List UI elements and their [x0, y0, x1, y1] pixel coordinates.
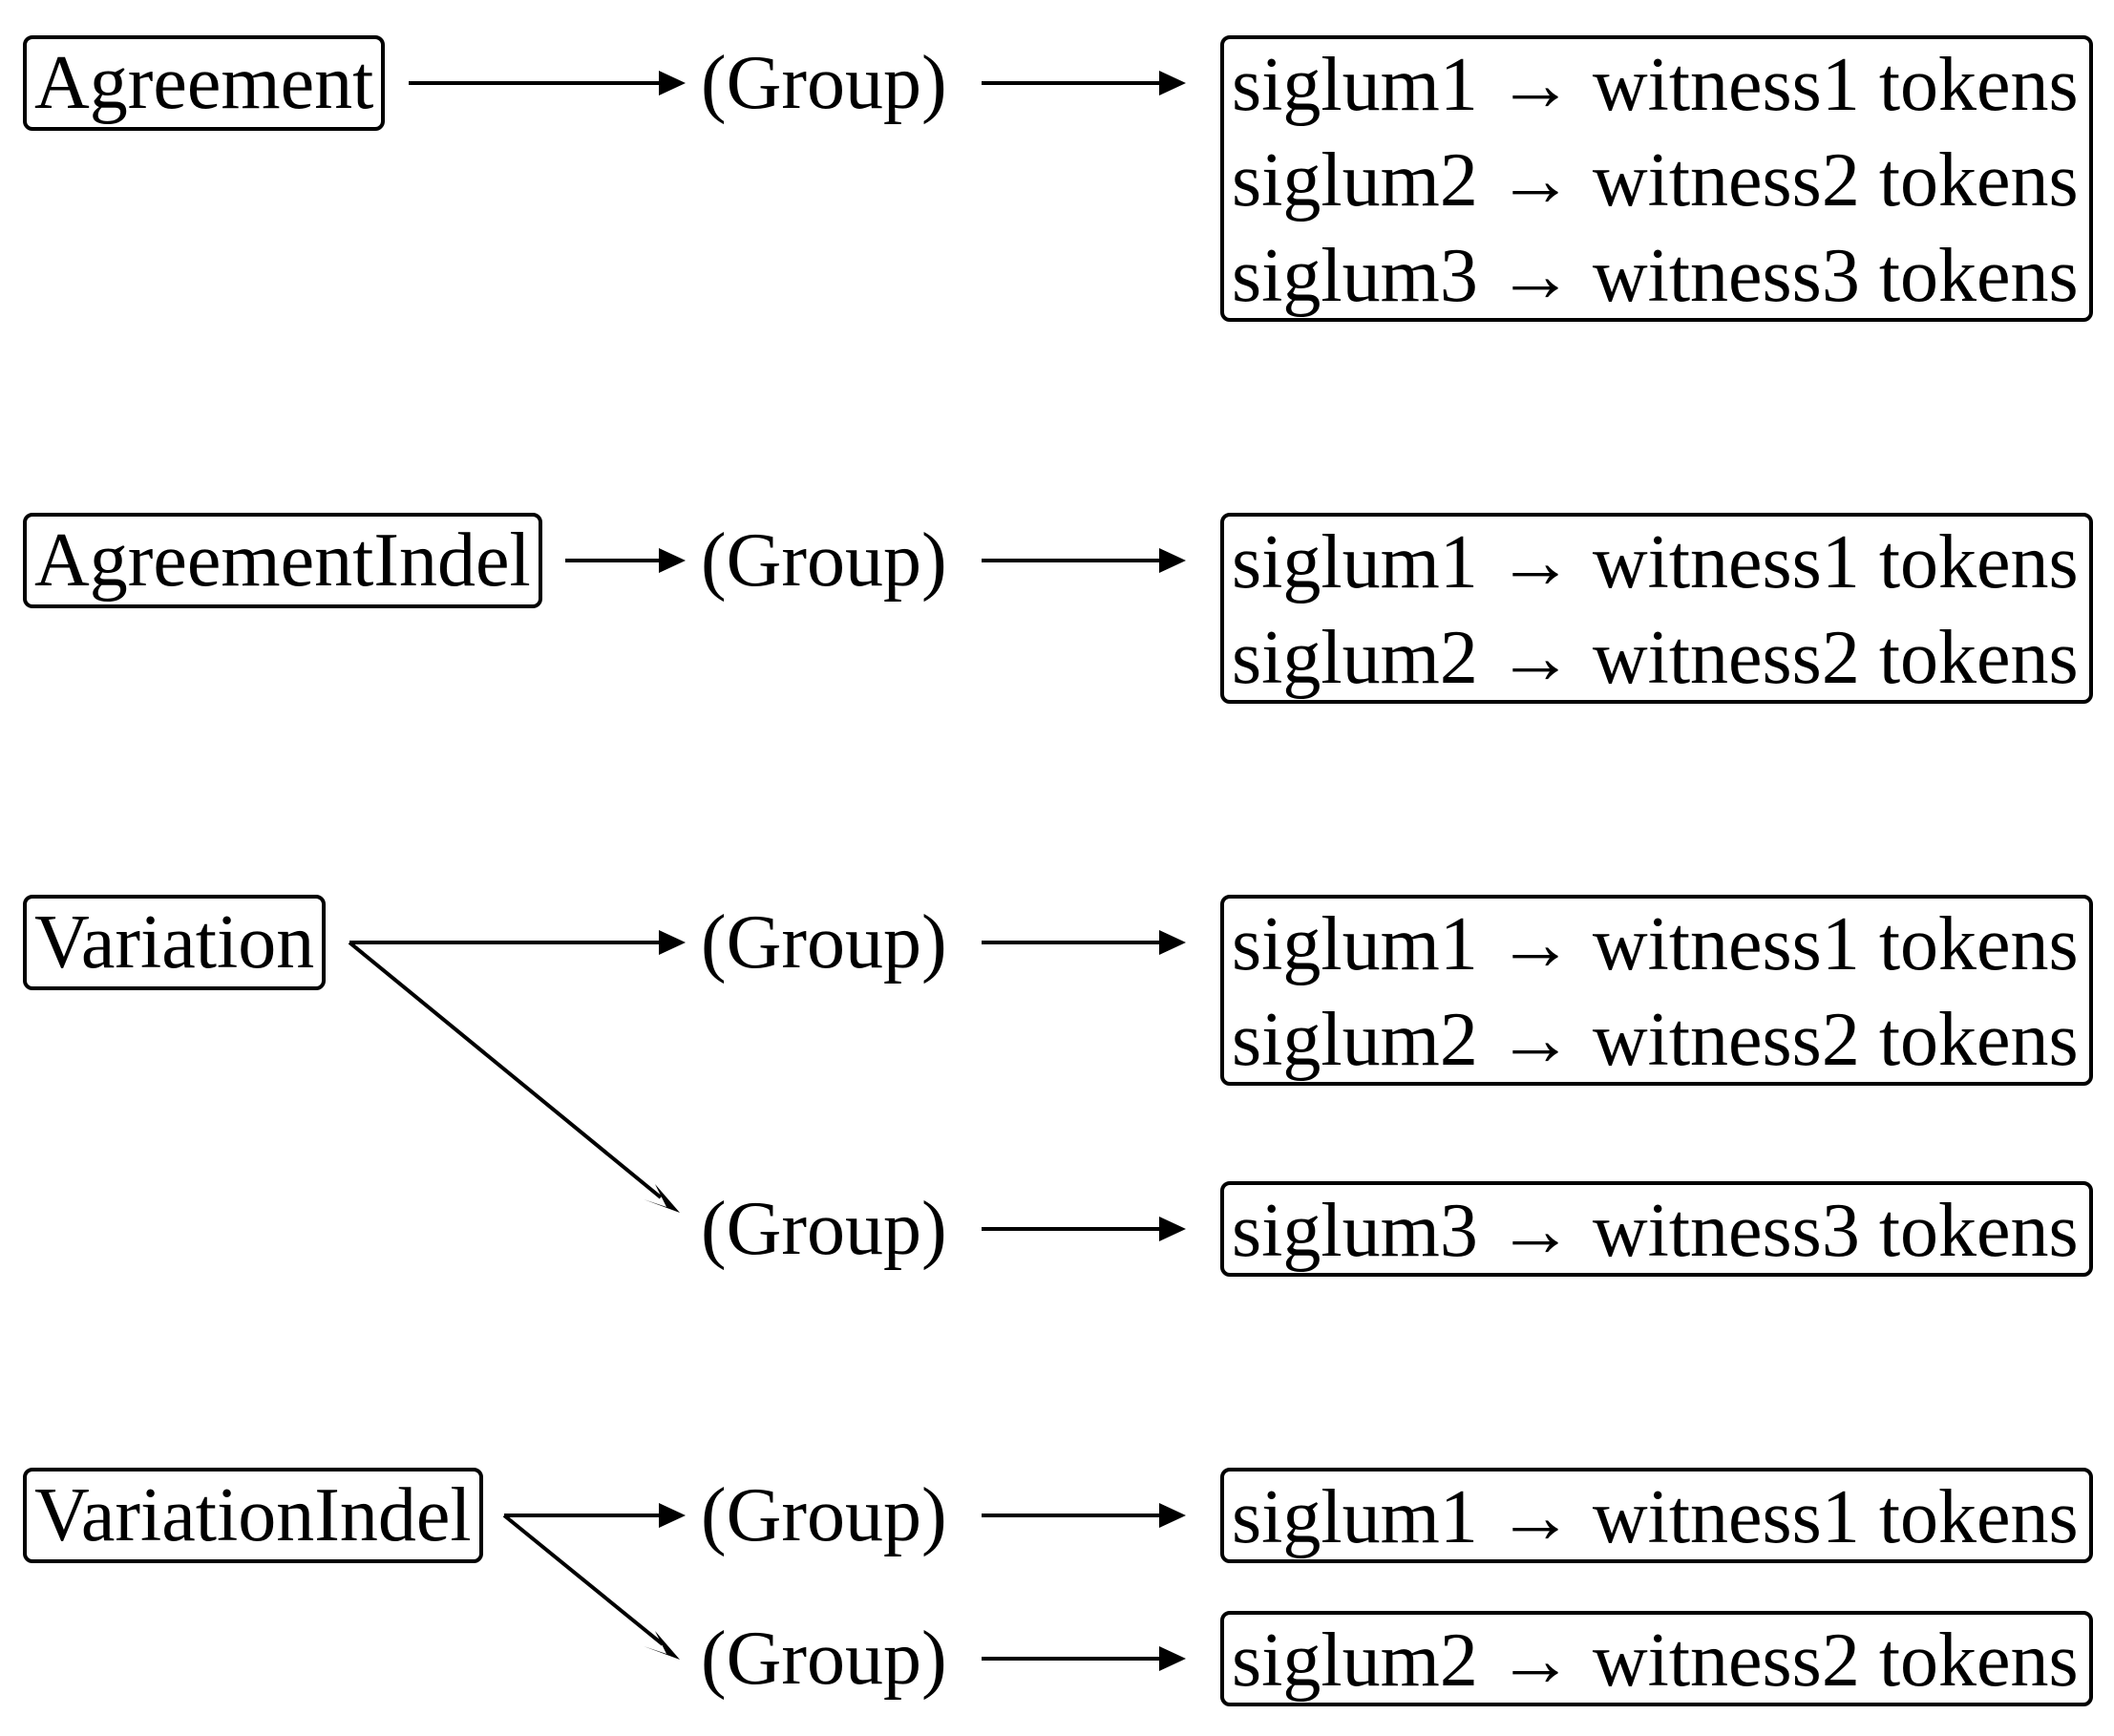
witness-line: siglum1 → witness1 tokens — [1232, 1475, 2079, 1559]
witness-line: siglum1 → witness1 tokens — [1232, 520, 2079, 604]
arrow-group-to-witnesses — [982, 930, 1186, 955]
group-label: (Group) — [701, 1473, 947, 1557]
group-label: (Group) — [701, 1617, 947, 1701]
arrow-variationindel-to-group-2 — [502, 1514, 680, 1660]
type-box-agreementindel: AgreementIndel — [23, 513, 542, 608]
type-box-agreement: Agreement — [23, 35, 386, 131]
arrow-variation-to-group-1 — [349, 930, 686, 955]
type-label: VariationIndel — [34, 1473, 472, 1557]
witness-line: siglum3 → witness3 tokens — [1232, 1189, 2079, 1273]
type-label: Variation — [34, 900, 315, 984]
arrow-group-to-witnesses — [982, 1217, 1186, 1241]
group-label: (Group) — [701, 900, 947, 984]
type-label: Agreement — [34, 41, 374, 125]
arrow-agreement-to-group — [409, 71, 686, 95]
witness-line: siglum1 → witness1 tokens — [1232, 43, 2079, 127]
arrow-group-to-witnesses — [982, 1503, 1186, 1528]
witness-line: siglum2 → witness2 tokens — [1232, 616, 2079, 700]
arrow-variation-to-group-2 — [348, 941, 680, 1213]
group-label: (Group) — [701, 41, 947, 125]
witness-line: siglum2 → witness2 tokens — [1232, 998, 2079, 1082]
witness-line: siglum2 → witness2 tokens — [1232, 138, 2079, 222]
group-label: (Group) — [701, 1187, 947, 1271]
witness-group-box: siglum1 → witness1 tokens — [1220, 1468, 2093, 1563]
witness-group-box: siglum1 → witness1 tokens siglum2 → witn… — [1220, 895, 2093, 1086]
arrow-variationindel-to-group-1 — [504, 1503, 686, 1528]
arrow-group-to-witnesses — [982, 1646, 1186, 1671]
type-box-variationindel: VariationIndel — [23, 1468, 483, 1563]
witness-group-box: siglum2 → witness2 tokens — [1220, 1611, 2093, 1706]
witness-line: siglum2 → witness2 tokens — [1232, 1619, 2079, 1703]
witness-group-box: siglum1 → witness1 tokens siglum2 → witn… — [1220, 513, 2093, 704]
witness-line: siglum1 → witness1 tokens — [1232, 902, 2079, 986]
group-label: (Group) — [701, 519, 947, 603]
type-label: AgreementIndel — [34, 519, 531, 603]
witness-group-box: siglum1 → witness1 tokens siglum2 → witn… — [1220, 35, 2093, 322]
arrow-group-to-witnesses — [982, 71, 1186, 95]
arrow-group-to-witnesses — [982, 548, 1186, 573]
witness-group-box: siglum3 → witness3 tokens — [1220, 1181, 2093, 1277]
arrow-agreementindel-to-group — [565, 548, 686, 573]
type-box-variation: Variation — [23, 895, 327, 990]
witness-line: siglum3 → witness3 tokens — [1232, 234, 2079, 318]
